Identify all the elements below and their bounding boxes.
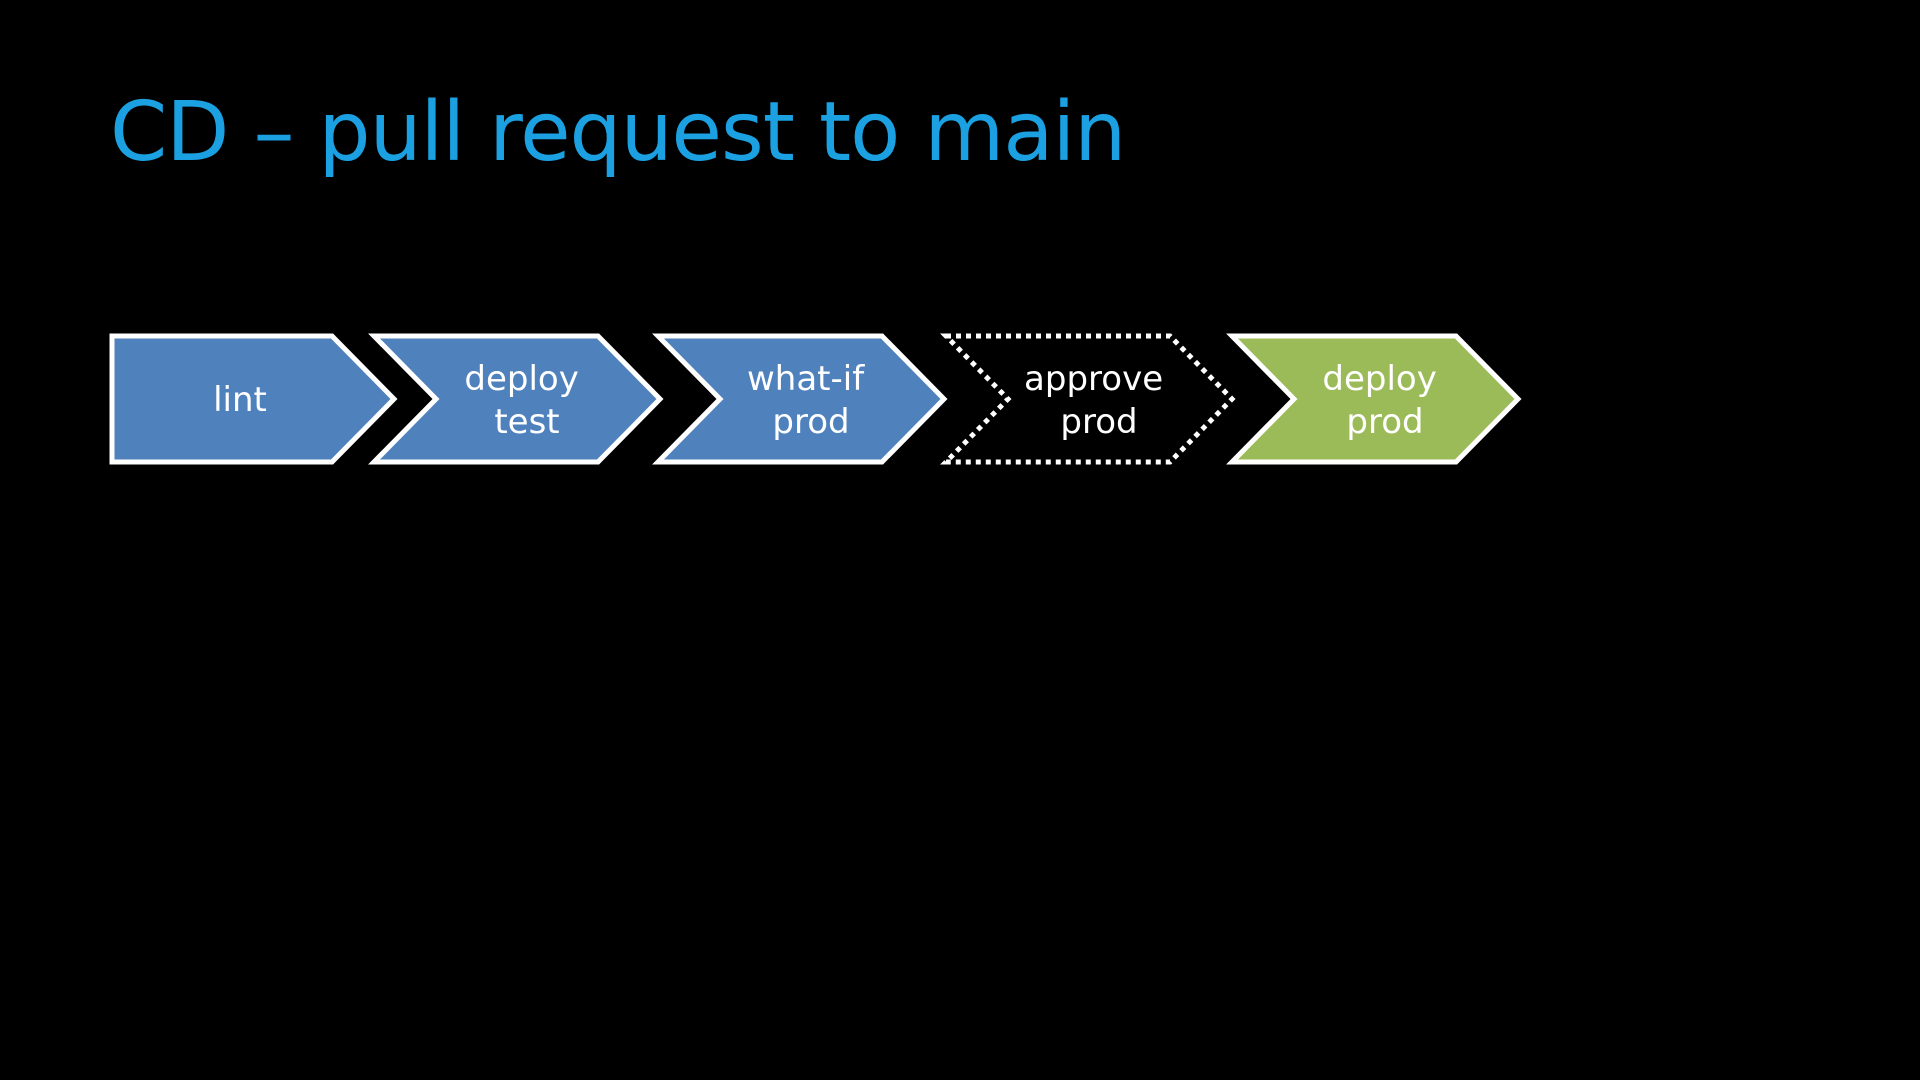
pipeline-step-deploy-prod-shape xyxy=(1226,333,1522,465)
pipeline-step-what-if-prod-label: what-if prod xyxy=(747,359,875,442)
pipeline-step-what-if-prod: what-if prod xyxy=(652,333,948,465)
pipeline-step-deploy-prod: deploy prod xyxy=(1226,333,1522,465)
pipeline-step-approve-prod-shape xyxy=(940,333,1236,465)
slide-title: CD – pull request to main xyxy=(110,85,1126,180)
pipeline-step-deploy-test: deploy test xyxy=(368,333,664,465)
pipeline-step-approve-prod: approve prod xyxy=(940,333,1236,465)
pipeline-step-lint-label: lint xyxy=(213,380,267,420)
pipeline-step-deploy-prod-label: deploy prod xyxy=(1322,359,1447,442)
pipeline-step-lint: lint xyxy=(109,333,398,465)
pipeline-step-lint-shape xyxy=(109,333,398,465)
pipeline-step-deploy-test-shape xyxy=(368,333,664,465)
pipeline-step-deploy-test-label: deploy test xyxy=(464,359,589,442)
pipeline-step-approve-prod-label: approve prod xyxy=(1024,359,1174,442)
pipeline-step-what-if-prod-shape xyxy=(652,333,948,465)
